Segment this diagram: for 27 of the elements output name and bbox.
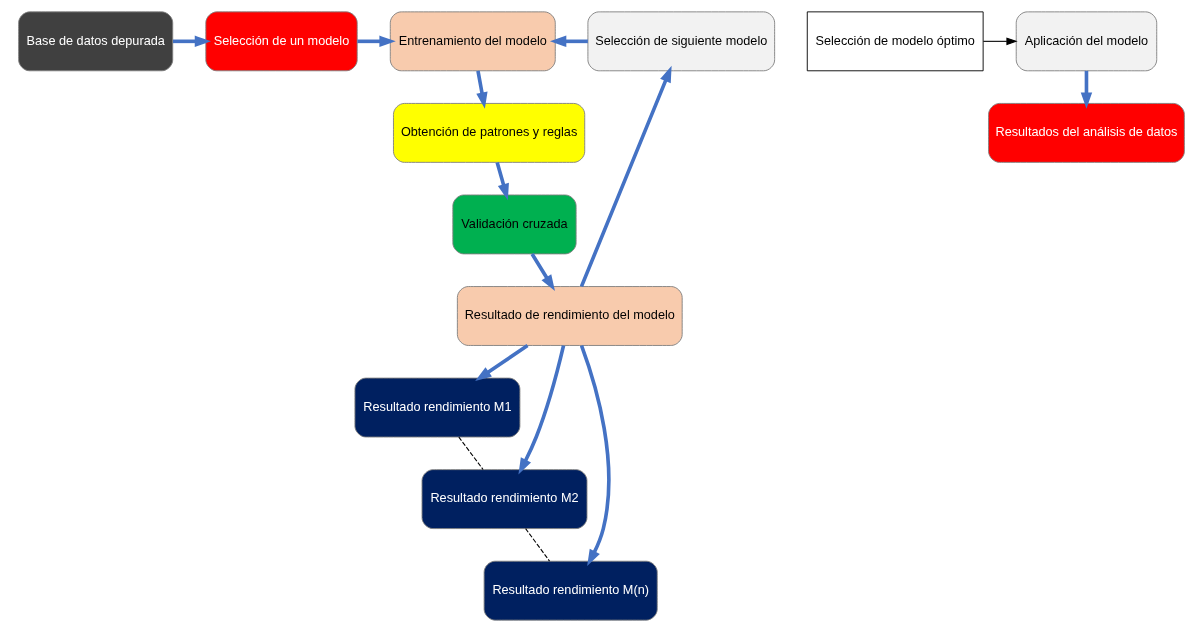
node-box: Entrenamiento del modelo bbox=[389, 11, 556, 72]
connector bbox=[457, 436, 484, 471]
node-box: Obtención de patrones y reglas bbox=[392, 102, 585, 163]
arrow bbox=[474, 344, 529, 382]
arrow bbox=[494, 161, 509, 201]
node-box: Selección de siguiente modelo bbox=[586, 11, 775, 72]
node-box: Base de datos depurada bbox=[17, 11, 173, 72]
arrow bbox=[530, 253, 555, 292]
arrow bbox=[475, 70, 488, 109]
arrow bbox=[172, 35, 211, 48]
node-box: Validación cruzada bbox=[451, 194, 577, 255]
node-box: Resultado rendimiento M1 bbox=[353, 377, 520, 438]
arrow bbox=[517, 345, 565, 475]
arrow bbox=[1080, 70, 1092, 109]
node-box: Resultado de rendimiento del modelo bbox=[456, 286, 683, 346]
node-box: Resultado rendimiento M2 bbox=[421, 469, 587, 530]
node-box: Selección de modelo óptimo bbox=[806, 11, 984, 72]
node-box: Resultado rendimiento M(n) bbox=[483, 560, 658, 621]
connector bbox=[524, 528, 550, 562]
arrow bbox=[579, 65, 672, 288]
arrow bbox=[982, 37, 1018, 46]
arrow bbox=[356, 35, 396, 48]
arrow bbox=[549, 35, 588, 48]
arrow bbox=[579, 345, 611, 566]
node-box: Resultados del análisis de datos bbox=[987, 102, 1185, 163]
node-box: Selección de un modelo bbox=[204, 11, 358, 72]
node-box: Aplicación del modelo bbox=[1015, 11, 1157, 72]
